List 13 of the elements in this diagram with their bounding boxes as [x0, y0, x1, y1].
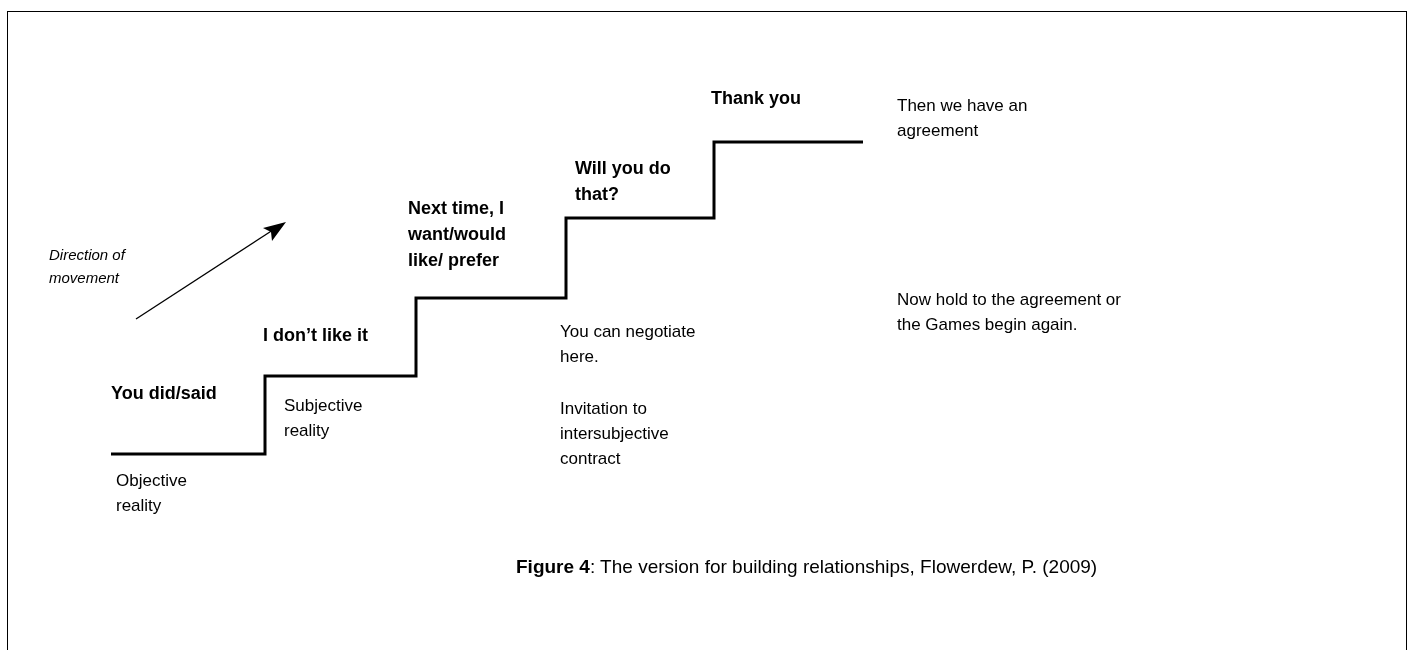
note-text: Invitation to intersubjective contract: [560, 398, 670, 470]
note-text: You can negotiate here.: [560, 321, 697, 368]
step-description: Subjective reality: [284, 395, 364, 442]
direction-label: Direction of movement: [49, 245, 127, 288]
step-description: Objective reality: [116, 470, 188, 517]
note-text: Now hold to the agreement or the Games begin again.: [897, 289, 1122, 336]
step-label: Will you do that?: [575, 157, 672, 206]
step-label: I don’t like it: [263, 324, 369, 347]
figure-caption: Figure 4: The version for building relationships, Flowerdew, P. (2009): [516, 556, 1098, 578]
step-label: Thank you: [711, 87, 802, 110]
step-label: You did/said: [111, 382, 218, 405]
step-label: Next time, I want/would like/ prefer: [408, 197, 507, 272]
note-text: Then we have an agreement: [897, 95, 1029, 142]
